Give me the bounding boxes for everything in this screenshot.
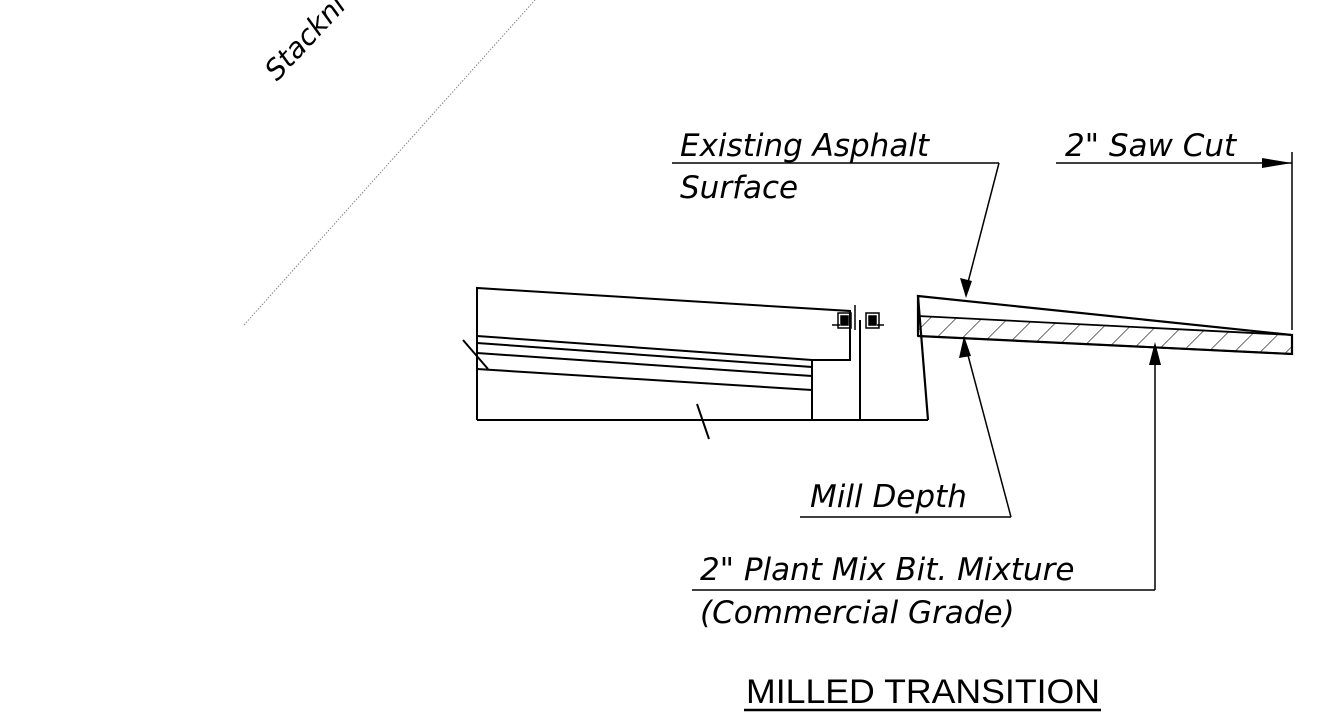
curb-section — [462, 286, 928, 440]
mill-depth-leader — [964, 343, 1012, 518]
existing-asphalt-label-line1: Existing Asphalt — [680, 128, 931, 164]
mill-depth-arrowhead — [959, 336, 971, 358]
plant-mix-arrowhead — [1149, 342, 1161, 365]
diagonal-stamp-text: Stackni — [258, 0, 353, 87]
plant-mix-label-line2: (Commercial Grade) — [700, 595, 1015, 631]
pavement-section — [916, 294, 1294, 421]
existing-asphalt-leader — [965, 162, 1000, 291]
plant-mix-label-line1: 2" Plant Mix Bit. Mixture — [700, 552, 1074, 588]
existing-asphalt-label-line2: Surface — [680, 170, 798, 206]
plant-mix-overlay-hatch — [917, 315, 1293, 355]
saw-cut-arrowhead — [1262, 158, 1292, 168]
diagonal-dotted-line — [243, 0, 536, 326]
mill-depth-label: Mill Depth — [810, 479, 967, 515]
joint-seal-symbol — [832, 305, 884, 330]
saw-cut-label: 2" Saw Cut — [1065, 128, 1238, 164]
existing-asphalt-arrowhead — [960, 278, 972, 298]
drawing-title: MILLED TRANSITION — [746, 673, 1100, 711]
